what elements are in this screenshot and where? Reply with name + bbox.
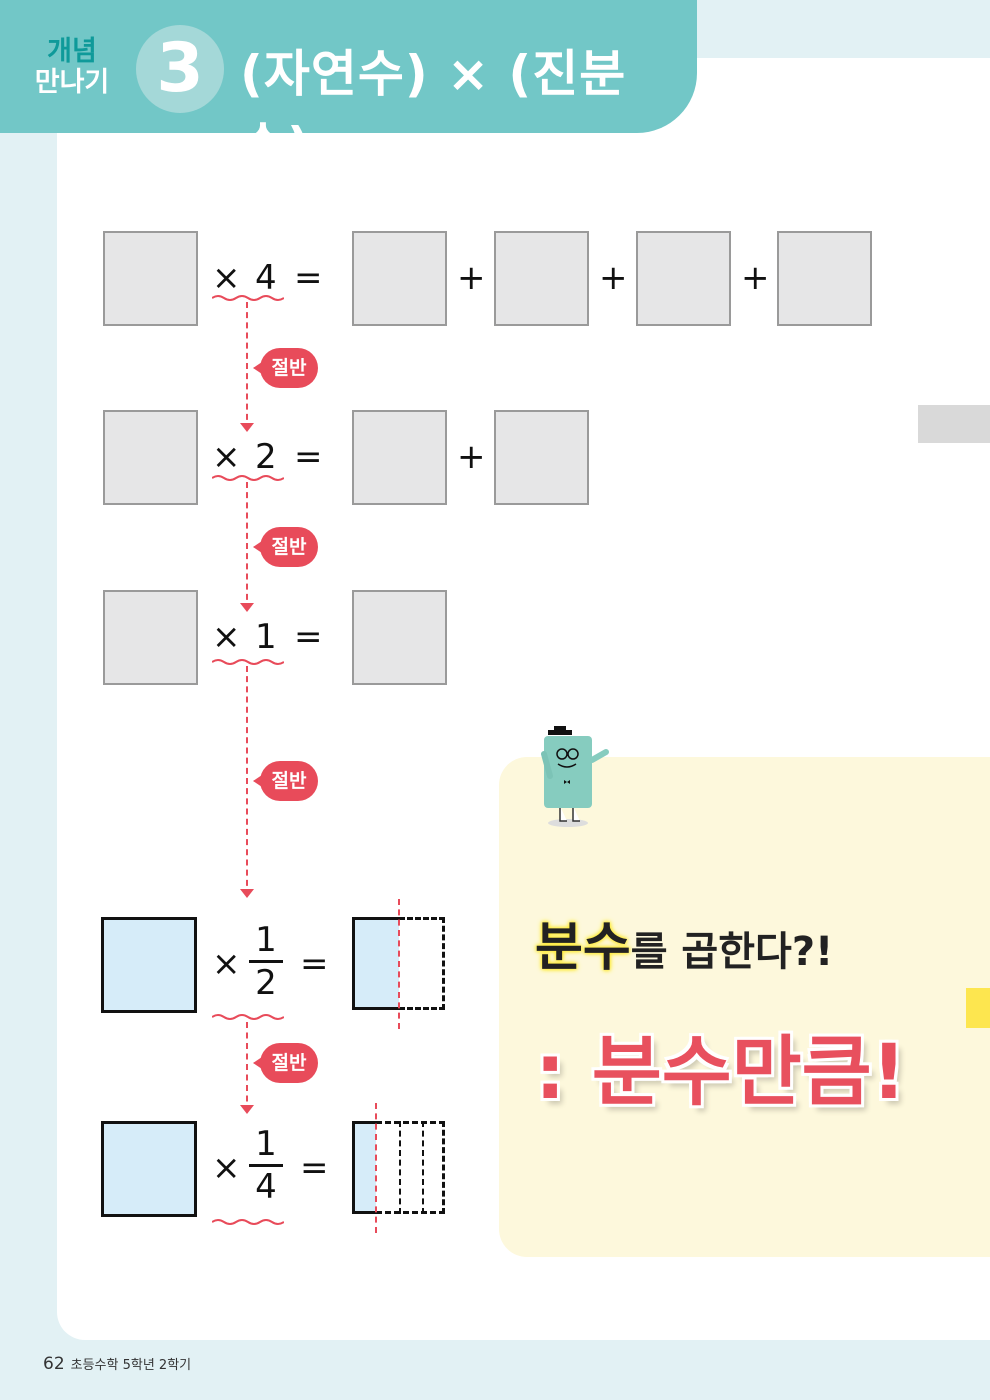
lesson-title: (자연수) × (진분수)	[240, 45, 627, 175]
half-shaded-square	[352, 899, 445, 1029]
half-bubble: 절반	[253, 348, 318, 388]
down-arrow	[240, 1022, 254, 1114]
label-line2: 만나기	[34, 67, 110, 98]
half-bubble: 절반	[253, 761, 318, 801]
answer-box[interactable]	[103, 410, 198, 505]
answer-box[interactable]	[352, 410, 447, 505]
wavy-underline	[212, 1014, 284, 1020]
footer: 62 초등수학 5학년 2학기	[43, 1354, 191, 1374]
lesson-header: 개념 만나기 3 (자연수) × (진분수)	[0, 0, 697, 175]
down-arrow	[240, 666, 254, 898]
equals-sign: =	[300, 944, 329, 984]
denominator: 2	[255, 963, 277, 1003]
times-sign: ×	[212, 944, 241, 984]
fraction-half: 1 2	[249, 922, 283, 1001]
numerator: 1	[255, 1124, 277, 1164]
times-sign: ×	[212, 258, 241, 298]
wavy-underline	[212, 295, 284, 301]
answer-box[interactable]	[777, 231, 872, 326]
callout-question: 분수를 곱한다?!	[535, 905, 833, 980]
plus-sign: +	[457, 258, 486, 298]
plus-sign: +	[599, 258, 628, 298]
highlight-word: 분수	[535, 918, 631, 978]
equals-sign: =	[294, 437, 323, 477]
times-sign: ×	[212, 1148, 241, 1188]
answer-box[interactable]	[103, 231, 198, 326]
answer-box[interactable]	[494, 410, 589, 505]
answer-box[interactable]	[352, 590, 447, 685]
answer-box[interactable]	[352, 231, 447, 326]
multiplier: 1	[255, 617, 277, 657]
equals-sign: =	[300, 1148, 329, 1188]
plus-sign: +	[741, 258, 770, 298]
half-bubble: 절반	[253, 1043, 318, 1083]
half-bubble: 절반	[253, 527, 318, 567]
lesson-number: 3	[136, 25, 224, 113]
callout-answer: : 분수만큼!	[535, 1027, 907, 1116]
answer-box[interactable]	[636, 231, 731, 326]
page-number: 62	[43, 1354, 65, 1374]
label-line1: 개념	[47, 36, 97, 67]
equals-sign: =	[294, 258, 323, 298]
fraction-quarter: 1 4	[249, 1126, 283, 1205]
down-arrow	[240, 302, 254, 432]
side-tab-yellow	[966, 988, 990, 1028]
quarter-shaded-square	[352, 1103, 445, 1233]
concept-label: 개념 만나기	[24, 36, 120, 98]
book-title: 초등수학 5학년 2학기	[70, 1358, 192, 1373]
numerator: 1	[255, 920, 277, 960]
mascot-icon	[541, 726, 609, 827]
multiplier: 2	[255, 437, 277, 477]
wavy-underline	[212, 1219, 284, 1225]
answer-box[interactable]	[103, 590, 198, 685]
times-sign: ×	[212, 437, 241, 477]
down-arrow	[240, 482, 254, 612]
question-text: 를 곱한다?!	[630, 929, 834, 975]
plus-sign: +	[457, 437, 486, 477]
whole-square	[101, 1121, 197, 1217]
wavy-underline	[212, 659, 284, 665]
side-tab-gray	[918, 405, 990, 443]
wavy-underline	[212, 475, 284, 481]
callout-panel	[499, 757, 990, 1257]
denominator: 4	[255, 1167, 277, 1207]
whole-square	[101, 917, 197, 1013]
answer-box[interactable]	[494, 231, 589, 326]
equals-sign: =	[294, 617, 323, 657]
times-sign: ×	[212, 617, 241, 657]
multiplier: 4	[255, 258, 277, 298]
